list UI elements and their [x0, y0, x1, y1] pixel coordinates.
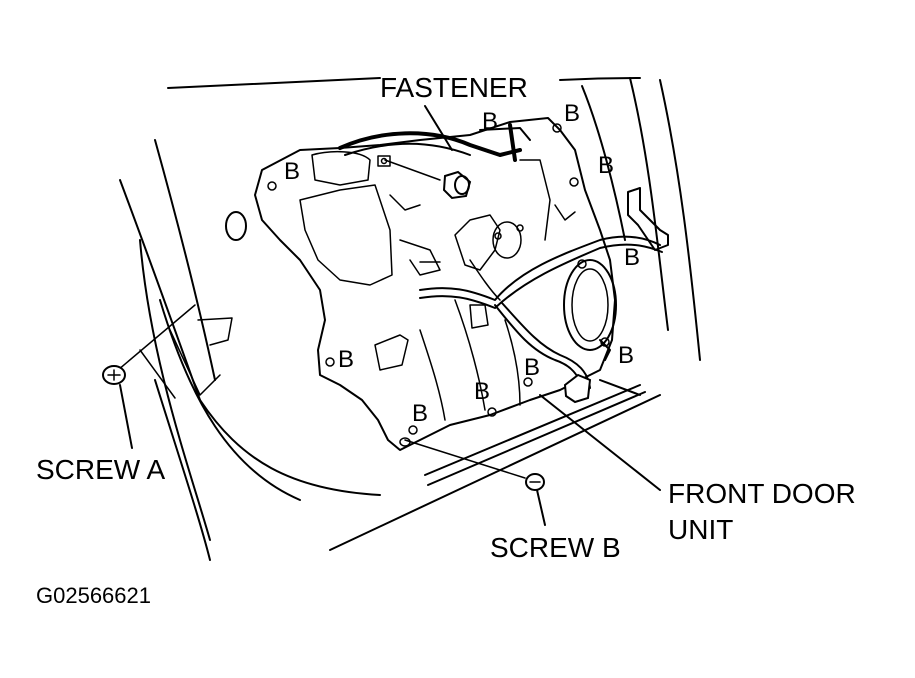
figure-id-label: G02566621: [36, 583, 151, 608]
screw-a-label: SCREW A: [36, 454, 166, 485]
b-mark: B: [624, 244, 641, 271]
fastener-label: FASTENER: [380, 72, 528, 103]
door-unit-panel: [225, 117, 616, 451]
b-mark: B: [598, 152, 615, 179]
door-frame-lines: [119, 77, 701, 561]
screw-a-part: [102, 304, 233, 449]
b-mark: B: [412, 400, 429, 427]
front-door-unit-label-line1: FRONT DOOR: [668, 478, 856, 509]
wire-harness: [338, 123, 663, 391]
fastener-part: [377, 155, 472, 200]
speaker: [563, 259, 617, 351]
b-mark: B: [482, 108, 499, 135]
b-mark: B: [524, 354, 541, 381]
connector-part: [563, 373, 592, 404]
screw-b-label: SCREW B: [490, 532, 621, 563]
front-door-unit-label-line2: UNIT: [668, 514, 734, 545]
b-mark: B: [338, 346, 355, 373]
b-mark: B: [618, 342, 635, 369]
leader-lines: [424, 105, 661, 491]
b-mark: B: [564, 100, 581, 127]
b-mark: B: [284, 158, 301, 185]
right-bracket: [627, 187, 669, 251]
screw-b-part: [399, 437, 546, 526]
b-mark: B: [474, 378, 491, 405]
screw-holes: [267, 123, 610, 435]
